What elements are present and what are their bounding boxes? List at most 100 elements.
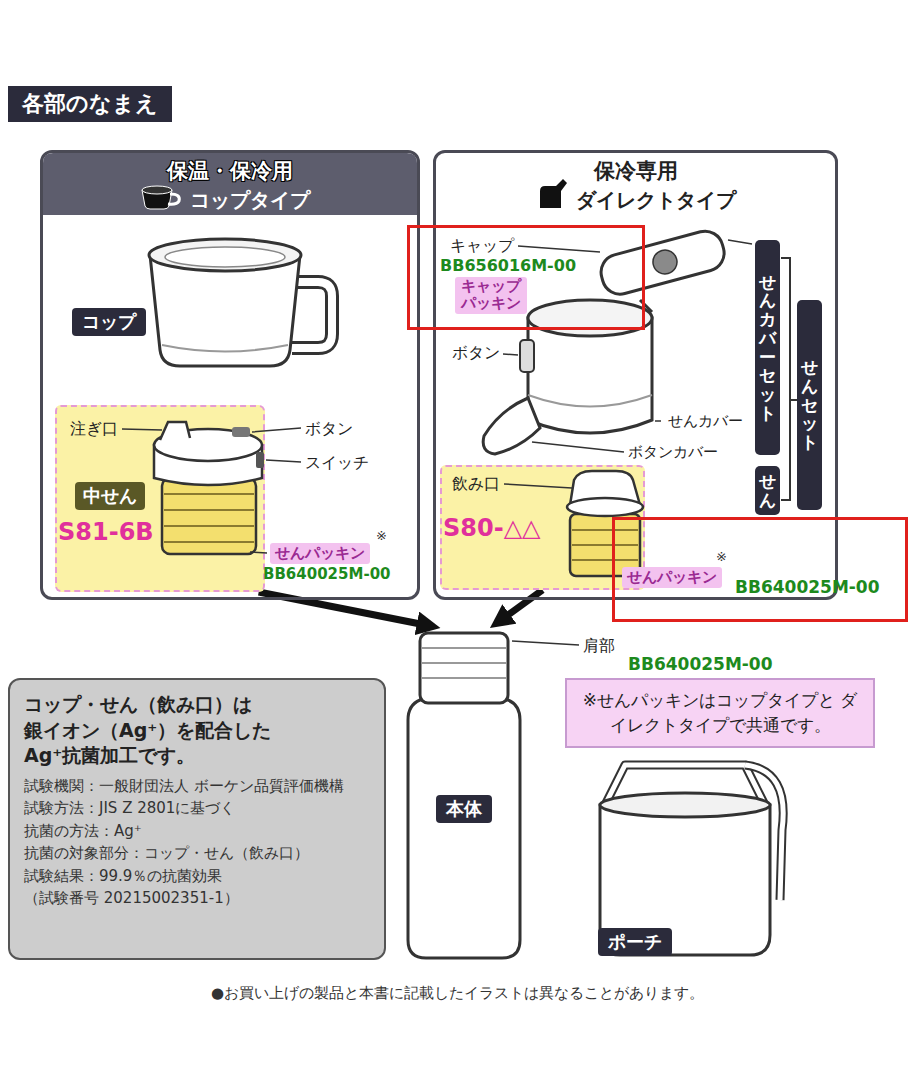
illustration-part bbox=[232, 427, 250, 437]
seal-tag: せんパッキン bbox=[622, 567, 722, 588]
illustration-part bbox=[781, 258, 797, 500]
node-text: せん bbox=[759, 472, 776, 509]
illustration-part bbox=[164, 494, 254, 542]
illustration-part bbox=[142, 186, 172, 194]
node-text: せんパッキン bbox=[275, 544, 365, 563]
illustration-part bbox=[528, 395, 652, 407]
highlight-frame: キャップBB656016M-00 キャップ パッキン bbox=[407, 225, 645, 330]
part-name: 注ぎ口 bbox=[70, 419, 118, 440]
set-bar: せんセット bbox=[797, 300, 822, 510]
illustration-part bbox=[162, 478, 256, 554]
node-text: キャップ パッキン bbox=[460, 278, 522, 313]
note-mark: ※ bbox=[376, 528, 387, 543]
part-tag: ポーチ bbox=[598, 928, 672, 956]
illustration-part bbox=[520, 340, 534, 372]
arrow-connector bbox=[501, 590, 542, 620]
node-text: コップ bbox=[82, 310, 136, 334]
bottle-body: 本体 bbox=[405, 628, 523, 960]
illustration-part bbox=[640, 300, 652, 312]
note-line: 試験機関：一般財団法人 ボーケン品質評価機構 bbox=[24, 775, 370, 798]
illustration-part bbox=[745, 765, 783, 900]
note-line: （試験番号 20215002351-1） bbox=[24, 887, 370, 910]
illustration-part bbox=[605, 765, 765, 805]
note-lead: コップ・せん（飲み口）は 銀イオン（Ag⁺）を配合した Ag⁺抗菌加工です。 bbox=[24, 692, 276, 769]
illustration-part bbox=[528, 318, 652, 433]
part-number: BB640025M-00 bbox=[735, 577, 880, 597]
part-number: BB640025M-00 bbox=[263, 565, 391, 583]
illustration-part bbox=[572, 530, 638, 560]
illustration-part bbox=[292, 282, 332, 348]
page-title: 各部のなまえ bbox=[8, 86, 172, 122]
part-name: スイッチ bbox=[305, 453, 369, 474]
illustration-part bbox=[43, 153, 417, 215]
panel-subheading: コップタイプ bbox=[43, 187, 417, 214]
part-number: BB656016M-00 bbox=[440, 256, 576, 275]
node-text: せんカバーセット bbox=[759, 273, 776, 423]
type-panel: 保冷専用ダイレクトタイプせんカバーセットせんセット 飲み口 S80-△△ せん bbox=[433, 150, 838, 600]
illustration-part bbox=[605, 765, 765, 805]
part-tag: 中せん bbox=[75, 482, 145, 510]
illustration-part bbox=[745, 765, 783, 900]
illustration-part bbox=[600, 793, 770, 817]
panel-heading: 保冷専用 bbox=[436, 157, 835, 185]
arrow-connector bbox=[259, 592, 427, 625]
illustration-part bbox=[408, 700, 520, 958]
illustration-part bbox=[292, 282, 332, 348]
node-text: せんパッキン bbox=[627, 568, 717, 587]
type-panel: 保温・保冷用コップタイプコップ S81-6B 中せんせんパッキン bbox=[40, 150, 420, 600]
part-tag: 本体 bbox=[436, 795, 492, 823]
node-text: せんセット bbox=[801, 358, 818, 451]
part-name: せんカバー bbox=[668, 412, 743, 431]
illustration-part bbox=[168, 194, 179, 204]
illustration-part bbox=[540, 179, 567, 208]
part-name: キャップ bbox=[450, 236, 514, 257]
note-box: ※せんパッキンはコップタイプと ダイレクトタイプで共通です。 bbox=[565, 678, 875, 748]
panel-heading: 保温・保冷用 bbox=[43, 157, 417, 185]
seal-tag: キャップ パッキン bbox=[455, 277, 527, 314]
set-bar: せん bbox=[755, 466, 780, 515]
part-name: 肩部 bbox=[583, 636, 615, 657]
part-name: 飲み口 bbox=[452, 474, 500, 495]
illustration-part bbox=[256, 452, 264, 468]
illustration-part bbox=[567, 498, 643, 516]
illustration-part bbox=[165, 247, 285, 267]
set-bar: せんカバーセット bbox=[755, 240, 780, 455]
note-box: コップ・せん（飲み口）は 銀イオン（Ag⁺）を配合した Ag⁺抗菌加工です。試験… bbox=[8, 678, 386, 960]
model-number: S81-6B bbox=[58, 518, 154, 546]
illustration-part bbox=[162, 345, 288, 352]
illustration-part bbox=[154, 445, 262, 485]
note-text: ※せんパッキンはコップタイプと ダイレクトタイプで共通です。 bbox=[582, 688, 858, 737]
illustration-part bbox=[150, 255, 300, 366]
pouch: ポーチ bbox=[588, 755, 788, 960]
node-text: 中せん bbox=[83, 484, 137, 508]
note-line: 抗菌の対象部分：コップ・せん（飲み口） bbox=[24, 842, 370, 865]
part-number: BB640025M-00 bbox=[628, 654, 773, 674]
illustration-part bbox=[597, 227, 728, 298]
illustration-part bbox=[154, 429, 262, 461]
illustration-part bbox=[160, 422, 190, 440]
highlight-frame: BB640025M-00 せんパッキン bbox=[612, 517, 908, 622]
note-mark: ※ bbox=[716, 549, 727, 564]
leader-line bbox=[512, 641, 579, 645]
part-name: ボタン bbox=[305, 419, 353, 440]
illustration-part bbox=[528, 300, 652, 336]
note-line: 抗菌の方法：Ag⁺ bbox=[24, 820, 370, 843]
model-number: S80-△△ bbox=[443, 514, 541, 542]
illustration-part bbox=[650, 247, 679, 276]
part-name: ボタンカバー bbox=[628, 443, 718, 462]
illustration-part bbox=[422, 648, 506, 678]
illustration-part bbox=[149, 239, 301, 271]
caption: ●お買い上げの製品と本書に記載したイラストは異なることがあります。 bbox=[0, 984, 915, 1003]
note-line: 試験方法：JIS Z 2801に基づく bbox=[24, 797, 370, 820]
part-name: ボタン bbox=[452, 343, 500, 364]
note-line: 試験結果：99.9％の抗菌効果 bbox=[24, 865, 370, 888]
part-tag: コップ bbox=[72, 308, 146, 336]
illustration-part bbox=[597, 227, 728, 298]
illustration-part bbox=[420, 633, 508, 703]
illustration-part bbox=[570, 471, 640, 505]
illustration-part bbox=[483, 398, 540, 454]
panel-subheading: ダイレクトタイプ bbox=[436, 187, 835, 214]
seal-tag: せんパッキン bbox=[270, 543, 370, 564]
illustration-part bbox=[142, 190, 172, 209]
